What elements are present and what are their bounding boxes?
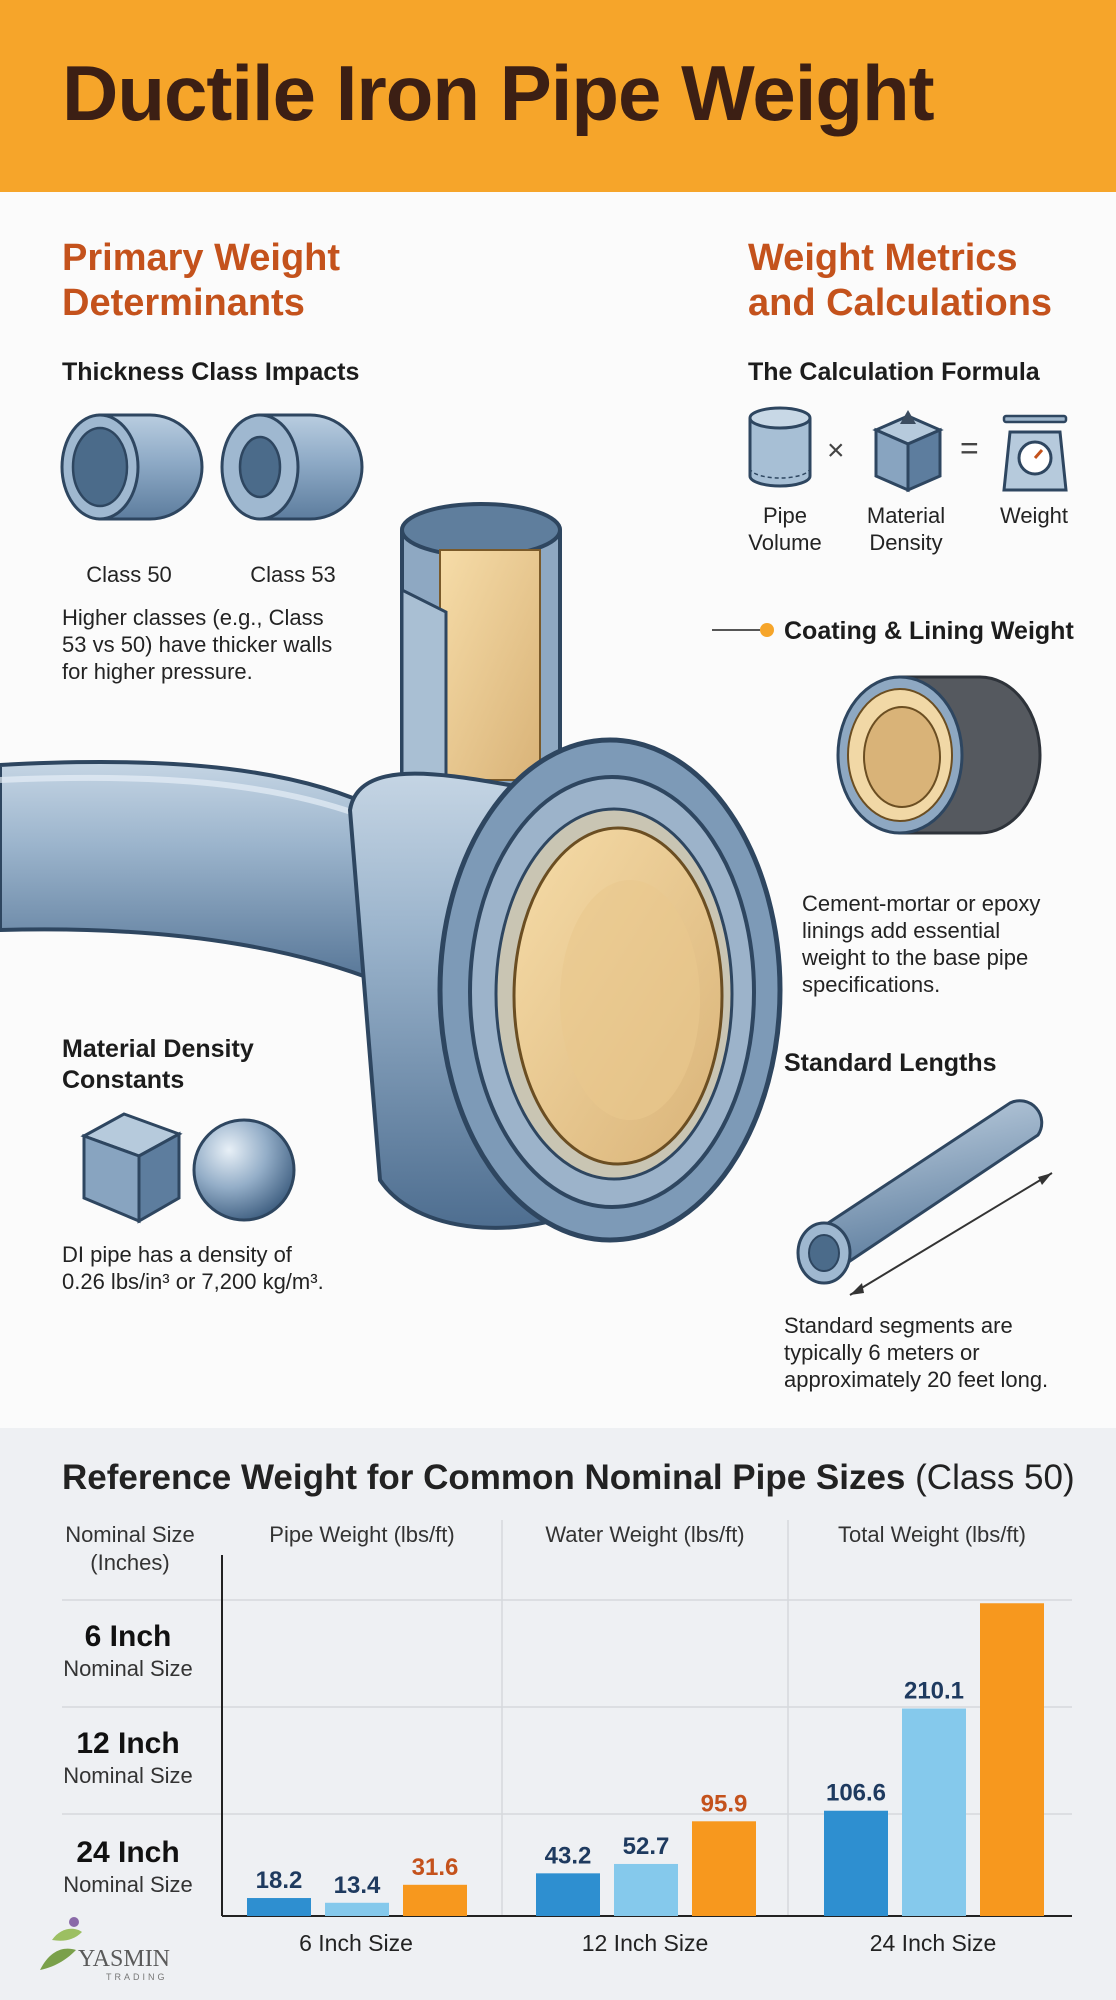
thickness-text-line1: Higher classes (e.g., Class xyxy=(62,605,324,630)
pipe-class53-icon xyxy=(220,413,364,521)
coating-text-line2: linings add essential xyxy=(802,918,1001,943)
density-icons xyxy=(80,1112,296,1224)
thickness-text-line2: 53 vs 50) have thicker walls xyxy=(62,632,333,657)
bar-6-water xyxy=(325,1902,389,1916)
header-banner xyxy=(0,0,1116,192)
row-header-line1: Nominal Size xyxy=(65,1522,195,1547)
x-category-12: 12 Inch Size xyxy=(581,1930,709,1956)
pipe-volume-line2: Volume xyxy=(748,530,822,555)
data-label-6-water: 13.4 xyxy=(334,1872,381,1899)
material-density-line2: Density xyxy=(869,530,943,555)
density-text: DI pipe has a density of 0.26 lbs/in³ or… xyxy=(62,1241,324,1295)
lengths-title: Standard Lengths xyxy=(784,1049,997,1077)
column-header-water: Water Weight (lbs/ft) xyxy=(545,1522,745,1547)
row-sub-6: Nominal Size xyxy=(63,1656,193,1681)
x-category-24: 24 Inch Size xyxy=(869,1930,997,1956)
left-heading-line2: Determinants xyxy=(62,282,305,324)
density-text-line2: 0.26 lbs/in³ or 7,200 kg/m³. xyxy=(62,1269,324,1294)
straight-pipe-icon xyxy=(796,1099,1053,1296)
row-header: Nominal Size (Inches) xyxy=(52,1521,208,1577)
chart-title-main: Reference Weight for Common Nominal Pipe… xyxy=(62,1458,906,1497)
lengths-text: Standard segments are typically 6 meters… xyxy=(784,1312,1048,1393)
weight-label: Weight xyxy=(999,503,1069,528)
density-title-line1: Material Density xyxy=(62,1035,254,1063)
row-header-line2: (Inches) xyxy=(90,1550,170,1575)
right-heading: Weight Metrics and Calculations xyxy=(748,236,1052,326)
lengths-text-line1: Standard segments are xyxy=(784,1313,1013,1338)
bar-24-pipe xyxy=(824,1810,888,1916)
coating-text-line3: weight to the base pipe xyxy=(802,945,1029,970)
data-label-6-pipe: 18.2 xyxy=(256,1867,303,1894)
bar-6-total xyxy=(403,1884,467,1916)
row-label-12: 12 Inch xyxy=(76,1727,180,1760)
equals-symbol: = xyxy=(960,430,979,466)
bar-chart: 18.2 13.4 31.6 43.2 52.7 95.9 106.6 210.1 xyxy=(62,1520,1072,1917)
chart-title-suffix: (Class 50) xyxy=(915,1458,1075,1497)
row-label-24: 24 Inch xyxy=(76,1836,180,1869)
density-title-line2: Constants xyxy=(62,1066,185,1094)
logo-subtext: TRADING xyxy=(106,1972,168,1982)
left-heading: Primary Weight Determinants xyxy=(62,236,340,326)
pipe-volume-label: Pipe Volume xyxy=(735,502,835,556)
thickness-class-icons xyxy=(60,413,364,521)
column-header-pipe: Pipe Weight (lbs/ft) xyxy=(269,1522,455,1547)
material-density-label: Material Density xyxy=(850,502,962,556)
bar-24-water xyxy=(902,1708,966,1916)
formula-title: The Calculation Formula xyxy=(748,358,1040,386)
pipe-elbow-illustration xyxy=(0,502,783,1243)
pipe-class50-icon xyxy=(60,413,204,521)
thickness-text-line3: for higher pressure. xyxy=(62,659,253,684)
left-heading-line1: Primary Weight xyxy=(62,237,341,279)
times-symbol: × xyxy=(827,434,845,467)
cube-icon xyxy=(80,1112,183,1224)
coating-text-line1: Cement-mortar or epoxy xyxy=(802,891,1041,916)
data-label-24-pipe: 106.6 xyxy=(826,1780,886,1807)
thickness-title: Thickness Class Impacts xyxy=(62,358,360,386)
bar-12-total xyxy=(692,1821,756,1916)
lined-pipe-icon xyxy=(836,675,1042,835)
formula-icons xyxy=(748,406,1068,493)
lengths-text-line3: approximately 20 feet long. xyxy=(784,1367,1049,1392)
bar-12-pipe xyxy=(536,1873,600,1916)
class53-label: Class 53 xyxy=(250,562,336,587)
data-label-12-water: 52.7 xyxy=(623,1833,670,1860)
bar-6-pipe xyxy=(247,1898,311,1916)
right-heading-line1: Weight Metrics xyxy=(748,237,1018,279)
coating-text: Cement-mortar or epoxy linings add essen… xyxy=(802,890,1040,998)
bar-24-total xyxy=(980,1603,1044,1916)
data-label-24-water: 210.1 xyxy=(904,1678,964,1705)
data-label-12-pipe: 43.2 xyxy=(545,1842,592,1869)
data-label-12-total: 95.9 xyxy=(701,1790,748,1817)
lengths-text-line2: typically 6 meters or xyxy=(784,1340,980,1365)
x-category-6: 6 Inch Size xyxy=(299,1930,413,1956)
pipe-volume-line1: Pipe xyxy=(762,503,808,528)
column-header-total: Total Weight (lbs/ft) xyxy=(838,1522,1026,1547)
density-cube-icon xyxy=(872,410,944,493)
page-title: Ductile Iron Pipe Weight xyxy=(62,49,935,137)
class50-label: Class 50 xyxy=(86,562,172,587)
logo: YASMIN TRADING xyxy=(40,1917,170,1982)
material-density-line1: Material xyxy=(866,503,946,528)
row-sub-12: Nominal Size xyxy=(63,1763,193,1788)
bar-12-water xyxy=(614,1863,678,1916)
scale-icon xyxy=(1002,414,1068,492)
row-label-6: 6 Inch xyxy=(84,1620,172,1653)
cylinder-icon xyxy=(748,406,812,488)
coating-text-line4: specifications. xyxy=(802,972,941,997)
right-heading-line2: and Calculations xyxy=(748,282,1053,324)
coating-title: Coating & Lining Weight xyxy=(784,617,1074,645)
logo-text: YASMIN xyxy=(78,1946,170,1972)
data-label-6-total: 31.6 xyxy=(412,1854,459,1881)
density-title: Material Density Constants xyxy=(62,1034,254,1096)
thickness-text: Higher classes (e.g., Class 53 vs 50) ha… xyxy=(62,604,332,685)
density-text-line1: DI pipe has a density of xyxy=(62,1242,292,1267)
row-sub-24: Nominal Size xyxy=(63,1872,193,1897)
sphere-icon xyxy=(192,1118,296,1222)
chart-title: Reference Weight for Common Nominal Pipe… xyxy=(62,1458,1075,1498)
